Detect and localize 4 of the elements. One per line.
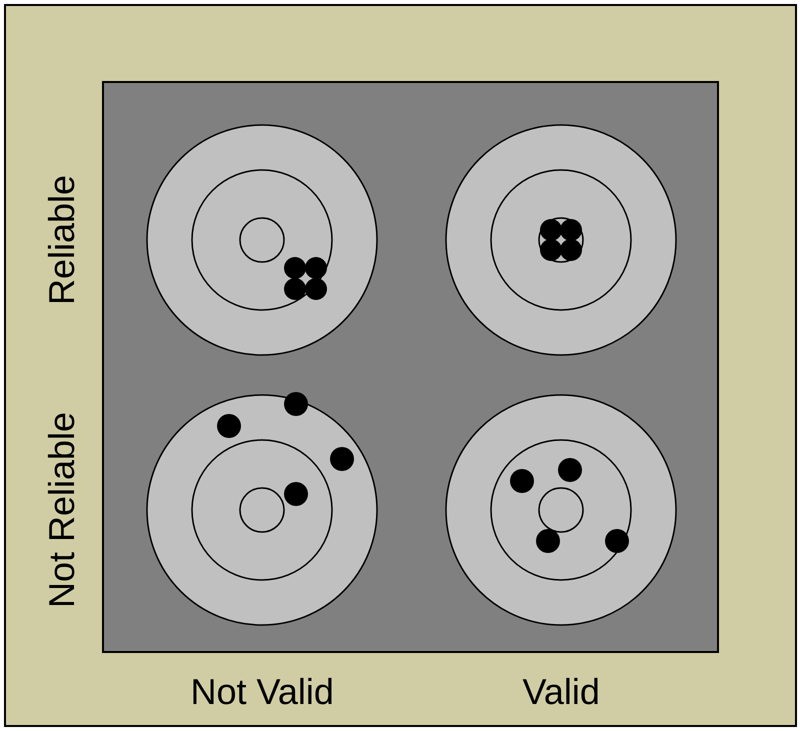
column-label: Not Valid bbox=[190, 674, 334, 710]
row-label: Reliable bbox=[44, 174, 80, 306]
column-label: Valid bbox=[522, 674, 600, 710]
row-label: Not Reliable bbox=[44, 412, 80, 608]
